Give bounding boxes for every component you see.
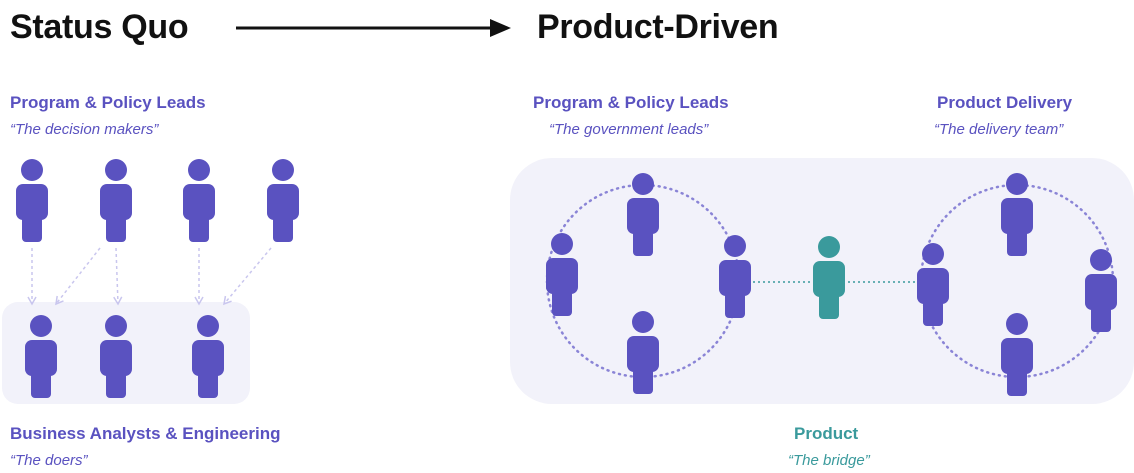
arrow-right-icon (236, 19, 511, 37)
delegation-arrow (113, 247, 123, 306)
delegation-arrow (223, 247, 272, 306)
status-quo-top-label: Program & Policy Leads (10, 93, 206, 112)
decision-maker-person-icon (183, 159, 215, 242)
product-sub: “The bridge” (788, 452, 870, 469)
product-driven-left-label: Program & Policy Leads (533, 93, 729, 112)
decision-maker-person-icon (16, 159, 48, 242)
decision-maker-person-icon (267, 159, 299, 242)
product-driven-left-sub: “The government leads” (549, 121, 709, 138)
status-quo-top-sub: “The decision makers” (10, 121, 159, 138)
product-driven-heading: Product-Driven (537, 8, 779, 46)
product-driven-right-label: Product Delivery (937, 93, 1073, 112)
decision-maker-person-icon (100, 159, 132, 242)
product-label: Product (794, 424, 859, 443)
status-quo-heading: Status Quo (10, 8, 189, 46)
status-quo-bottom-sub: “The doers” (10, 452, 88, 469)
delegation-arrow (55, 247, 101, 306)
status-quo-bottom-label: Business Analysts & Engineering (10, 424, 281, 443)
product-driven-right-sub: “The delivery team” (934, 121, 1064, 138)
